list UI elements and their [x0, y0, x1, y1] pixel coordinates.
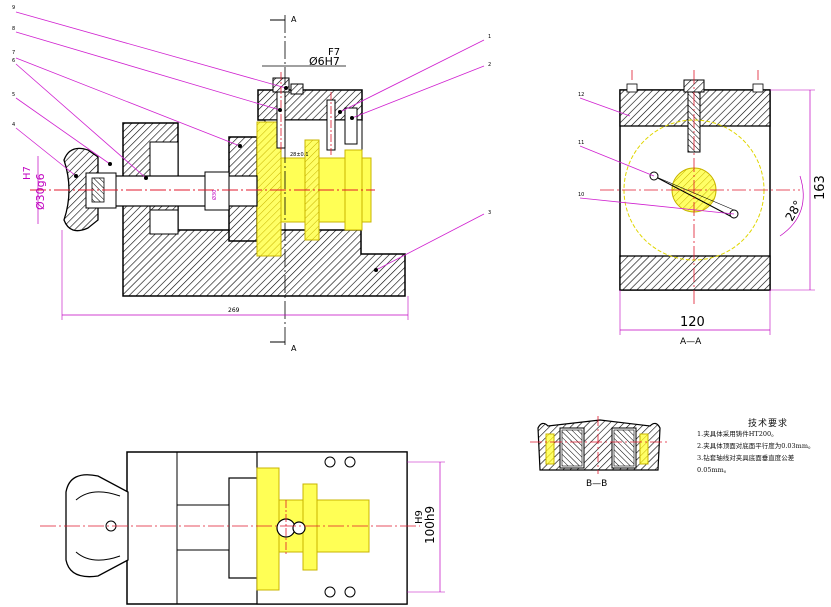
fit-label-left: H7	[22, 166, 33, 180]
balloon-leaders	[15, 11, 485, 271]
balloon-10: 10	[578, 192, 584, 198]
section-aa-view: 120 163 28° A—A 12 11 10	[578, 70, 828, 347]
section-bb-view: B—B	[530, 416, 668, 489]
balloon-6: 6	[12, 58, 15, 64]
dim-plan-fit: H9	[414, 510, 425, 524]
star-knob	[63, 147, 99, 232]
plan-view: H9 100h9	[40, 451, 445, 605]
dim-aa-width: 120	[680, 315, 705, 330]
dim-overall-length: 269	[228, 307, 240, 314]
dia-label-top: Ø6H7	[309, 55, 340, 68]
balloon-1: 1	[488, 34, 491, 40]
note-item: 1.夹具体采用铸件HT200。	[697, 430, 778, 438]
locating-shaft	[114, 175, 258, 207]
balloon-7: 7	[12, 50, 15, 56]
balloon-2: 2	[488, 62, 491, 68]
front-section-view: A A F7 Ø6H7 H7 Ø30g6 28±0.1 Ø30 269	[12, 5, 491, 353]
fit-label-top: F7	[328, 47, 340, 58]
balloon-12: 12	[578, 92, 584, 98]
technical-notes: 1.夹具体采用铸件HT200。 2.夹具体顶面对底面平行度为0.03mm。 3.…	[697, 428, 827, 476]
note-item: 3.钻套轴线对夹具底面垂直度公差0.05mm。	[697, 454, 795, 474]
section-label-bottom: A	[291, 344, 297, 353]
section-aa-title: A—A	[680, 337, 702, 347]
balloon-11: 11	[578, 140, 584, 146]
balloon-9: 9	[12, 5, 15, 11]
section-bb-title: B—B	[586, 479, 607, 489]
dim-mid: Ø30	[211, 190, 218, 200]
balloon-3: 3	[488, 210, 491, 216]
balloon-4: 4	[12, 122, 15, 128]
balloon-5: 5	[12, 92, 15, 98]
dim-plan-width: 100h9	[423, 506, 437, 544]
balloon-8: 8	[12, 26, 15, 32]
section-label-top: A	[291, 15, 297, 24]
notes-title: 技术要求	[748, 419, 789, 429]
note-item: 2.夹具体顶面对底面平行度为0.03mm。	[697, 442, 815, 450]
dia-label-left: Ø30g6	[34, 173, 47, 210]
dim-center: 28±0.1	[290, 152, 309, 158]
dim-aa-angle: 28°	[782, 198, 805, 223]
dim-aa-height: 163	[813, 175, 828, 200]
